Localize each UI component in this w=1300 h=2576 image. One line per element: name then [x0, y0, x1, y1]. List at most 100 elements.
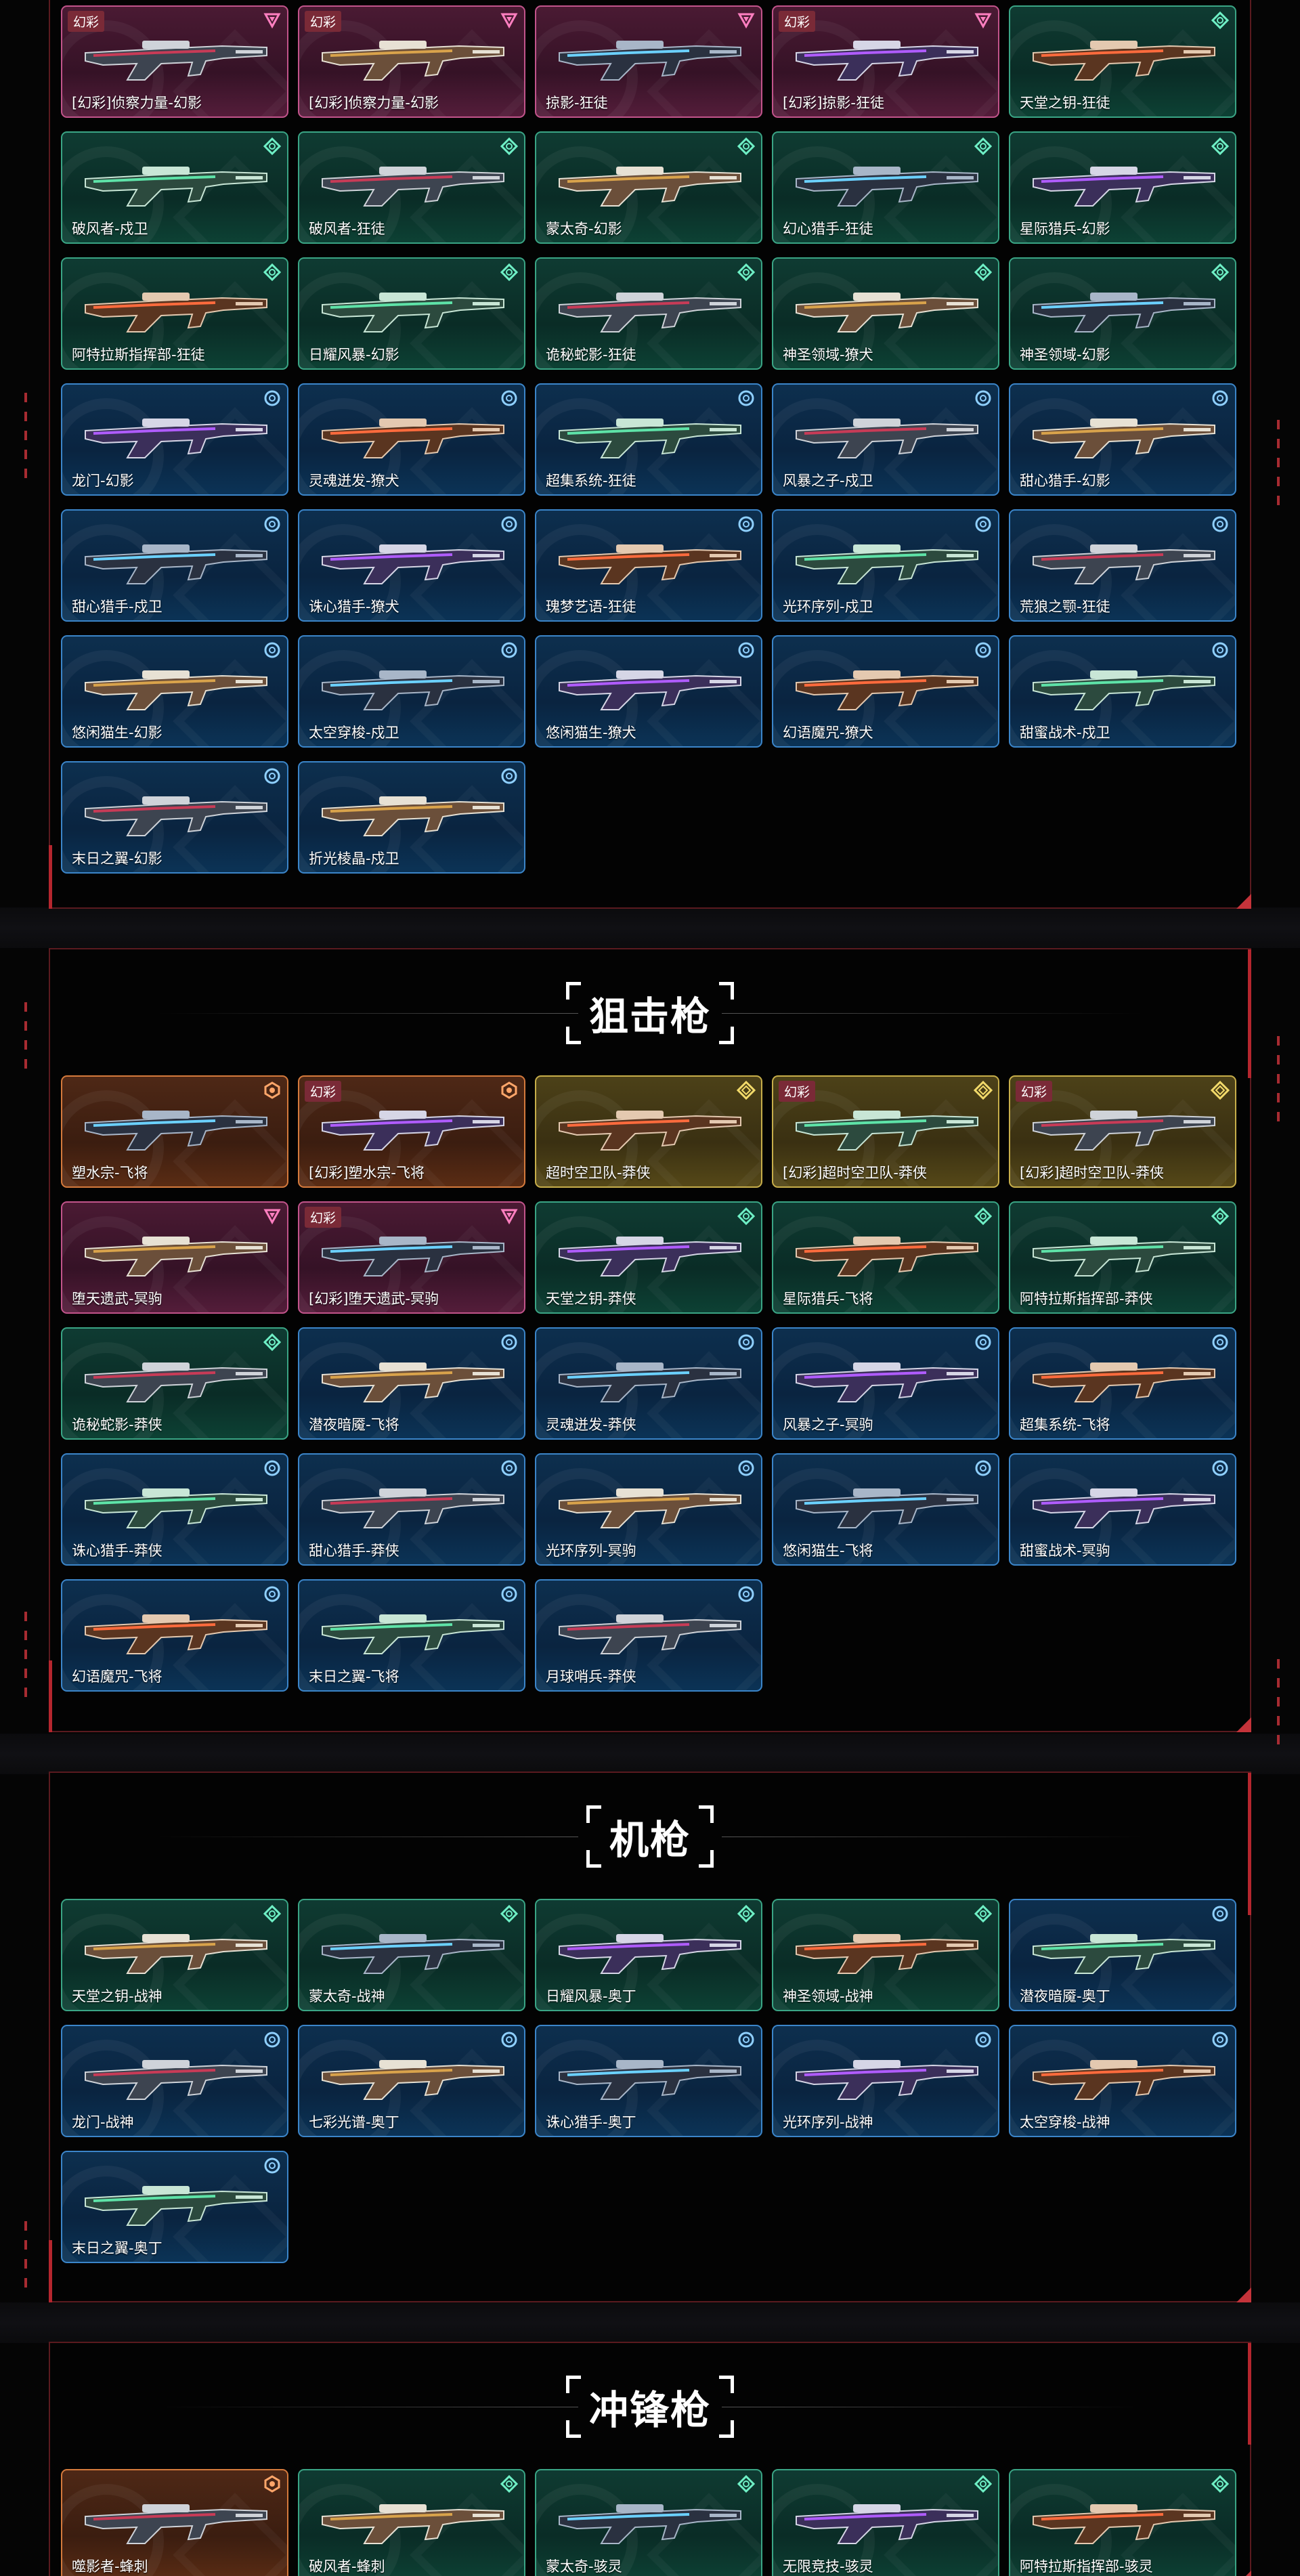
- weapon-skin-card[interactable]: 幻彩[幻彩]侦察力量-幻影: [298, 5, 525, 118]
- weapon-skin-card[interactable]: 甜蜜战术-戍卫: [1009, 635, 1236, 748]
- weapon-skin-label: 天堂之钥-狂徒: [1020, 95, 1110, 111]
- weapon-skin-label: 悠闲猫生-幻影: [72, 725, 162, 741]
- weapon-skin-card[interactable]: 神圣领域-幻影: [1009, 257, 1236, 370]
- weapon-skin-image: [85, 670, 267, 710]
- select-tier-icon: [738, 1460, 754, 1476]
- weapon-skin-card[interactable]: 月球哨兵-莽侠: [535, 1579, 762, 1692]
- weapon-skin-card[interactable]: 天堂之钥-狂徒: [1009, 5, 1236, 118]
- weapon-skin-card[interactable]: 塑水宗-飞将: [61, 1075, 288, 1188]
- machineguns-panel: 机枪 天堂之钥-战神 蒙太奇-战神 日耀风暴-奥丁 神圣领域-战神 潜夜暗魇-奥…: [49, 1772, 1251, 2302]
- select-tier-icon: [264, 2032, 280, 2048]
- weapon-skin-card[interactable]: 太空穿梭-戍卫: [298, 635, 525, 748]
- weapon-skin-card[interactable]: 天堂之钥-战神: [61, 1899, 288, 2011]
- weapon-skin-card[interactable]: 阿特拉斯指挥部-莽侠: [1009, 1201, 1236, 1314]
- weapon-skin-card[interactable]: 悠闲猫生-飞将: [772, 1453, 999, 1566]
- weapon-skin-card[interactable]: 掠影-狂徒: [535, 5, 762, 118]
- weapon-skin-card[interactable]: 太空穿梭-战神: [1009, 2025, 1236, 2137]
- weapon-skin-card[interactable]: 幻语魔咒-獠犬: [772, 635, 999, 748]
- weapon-skin-card[interactable]: 破风者-戍卫: [61, 131, 288, 244]
- weapon-skin-card[interactable]: 折光棱晶-戍卫: [298, 761, 525, 874]
- weapon-skin-card[interactable]: 神圣领域-战神: [772, 1899, 999, 2011]
- weapon-skin-card[interactable]: 末日之翼-幻影: [61, 761, 288, 874]
- weapon-skin-card[interactable]: 星际猎兵-飞将: [772, 1201, 999, 1314]
- weapon-skin-card[interactable]: 超集系统-飞将: [1009, 1327, 1236, 1440]
- weapon-skin-card[interactable]: 诡秘蛇影-莽侠: [61, 1327, 288, 1440]
- weapon-skin-card[interactable]: 神圣领域-獠犬: [772, 257, 999, 370]
- weapon-skin-label: 灵魂迸发-莽侠: [546, 1417, 636, 1433]
- weapon-skin-card[interactable]: 诛心猎手-莽侠: [61, 1453, 288, 1566]
- weapon-skin-card[interactable]: 诛心猎手-奥丁: [535, 2025, 762, 2137]
- weapon-skin-image: [559, 670, 741, 710]
- weapon-skin-card[interactable]: 超时空卫队-莽侠: [535, 1075, 762, 1188]
- weapon-skin-card[interactable]: 幻彩[幻彩]堕天遗武-冥驹: [298, 1201, 525, 1314]
- weapon-skin-card[interactable]: 甜心猎手-戍卫: [61, 509, 288, 622]
- left-deco-3: [24, 1612, 28, 1706]
- weapon-skin-card[interactable]: 龙门-战神: [61, 2025, 288, 2137]
- weapon-skin-card[interactable]: 堕天遗武-冥驹: [61, 1201, 288, 1314]
- weapon-skin-label: 诡秘蛇影-狂徒: [546, 347, 636, 363]
- weapon-skin-card[interactable]: 末日之翼-飞将: [298, 1579, 525, 1692]
- weapon-skin-card[interactable]: 日耀风暴-奥丁: [535, 1899, 762, 2011]
- deluxe-tier-icon: [737, 1207, 756, 1226]
- weapon-skin-card[interactable]: 破风者-狂徒: [298, 131, 525, 244]
- weapon-skin-card[interactable]: 诛心猎手-獠犬: [298, 509, 525, 622]
- weapon-skin-card[interactable]: 荒狼之颚-狂徒: [1009, 509, 1236, 622]
- weapon-skin-card[interactable]: 末日之翼-奥丁: [61, 2151, 288, 2263]
- weapon-skin-card[interactable]: 噬影者-蜂刺: [61, 2469, 288, 2576]
- weapon-skin-card[interactable]: 龙门-幻影: [61, 383, 288, 496]
- weapon-skin-card[interactable]: 幻彩[幻彩]超时空卫队-莽侠: [772, 1075, 999, 1188]
- deluxe-tier-icon: [263, 263, 282, 282]
- weapon-skin-card[interactable]: 幻语魔咒-飞将: [61, 1579, 288, 1692]
- weapon-skin-card[interactable]: 灵魂迸发-莽侠: [535, 1327, 762, 1440]
- weapon-skin-card[interactable]: 幻彩[幻彩]塑水宗-飞将: [298, 1075, 525, 1188]
- weapon-skin-card[interactable]: 风暴之子-戍卫: [772, 383, 999, 496]
- weapon-skin-card[interactable]: 日耀风暴-幻影: [298, 257, 525, 370]
- weapon-skin-card[interactable]: 悠闲猫生-幻影: [61, 635, 288, 748]
- deluxe-tier-icon: [263, 1333, 282, 1352]
- weapon-skin-card[interactable]: 潜夜暗魇-飞将: [298, 1327, 525, 1440]
- weapon-skin-card[interactable]: 阿特拉斯指挥部-骇灵: [1009, 2469, 1236, 2576]
- weapon-skin-card[interactable]: 破风者-蜂刺: [298, 2469, 525, 2576]
- weapon-skin-card[interactable]: 幻彩[幻彩]掠影-狂徒: [772, 5, 999, 118]
- select-tier-icon: [264, 2158, 280, 2174]
- weapon-skin-label: 荒狼之颚-狂徒: [1020, 599, 1110, 615]
- weapon-skin-card[interactable]: 风暴之子-冥驹: [772, 1327, 999, 1440]
- weapon-skin-card[interactable]: 蒙太奇-幻影: [535, 131, 762, 244]
- weapon-skin-label: 诡秘蛇影-莽侠: [72, 1417, 162, 1433]
- weapon-skin-label: [幻彩]超时空卫队-莽侠: [1020, 1165, 1164, 1181]
- weapon-skin-image: [1033, 293, 1215, 332]
- weapon-skin-label: 超集系统-飞将: [1020, 1417, 1110, 1433]
- select-tier-icon: [738, 2032, 754, 2048]
- weapon-skin-label: 破风者-蜂刺: [309, 2558, 385, 2575]
- weapon-skin-card[interactable]: 天堂之钥-莽侠: [535, 1201, 762, 1314]
- weapon-skin-card[interactable]: 潜夜暗魇-奥丁: [1009, 1899, 1236, 2011]
- weapon-skin-label: 风暴之子-戍卫: [783, 473, 873, 489]
- weapon-skin-card[interactable]: 悠闲猫生-獠犬: [535, 635, 762, 748]
- weapon-skin-card[interactable]: 幻彩[幻彩]超时空卫队-莽侠: [1009, 1075, 1236, 1188]
- weapon-skin-card[interactable]: 甜蜜战术-冥驹: [1009, 1453, 1236, 1566]
- weapon-skin-card[interactable]: 七彩光谱-奥丁: [298, 2025, 525, 2137]
- weapon-skin-card[interactable]: 超集系统-狂徒: [535, 383, 762, 496]
- weapon-skin-card[interactable]: 蒙太奇-骇灵: [535, 2469, 762, 2576]
- weapon-skin-card[interactable]: 无限竞技-骇灵: [772, 2469, 999, 2576]
- weapon-skin-card[interactable]: 光环序列-冥驹: [535, 1453, 762, 1566]
- chroma-badge: 幻彩: [305, 1207, 342, 1228]
- weapon-skin-card[interactable]: 诡秘蛇影-狂徒: [535, 257, 762, 370]
- weapon-skin-label: 幻语魔咒-飞将: [72, 1669, 162, 1685]
- chroma-badge: 幻彩: [779, 1081, 816, 1102]
- weapon-skin-card[interactable]: 瑰梦艺语-狂徒: [535, 509, 762, 622]
- weapon-skin-card[interactable]: 光环序列-战神: [772, 2025, 999, 2137]
- select-tier-icon: [738, 1586, 754, 1602]
- weapon-skin-card[interactable]: 光环序列-戍卫: [772, 509, 999, 622]
- weapon-skin-image: [1033, 1488, 1215, 1528]
- weapon-skin-card[interactable]: 灵魂迸发-獠犬: [298, 383, 525, 496]
- weapon-skin-image: [85, 293, 267, 332]
- weapon-skin-card[interactable]: 甜心猎手-幻影: [1009, 383, 1236, 496]
- weapon-skin-card[interactable]: 幻心猎手-狂徒: [772, 131, 999, 244]
- weapon-skin-label: 日耀风暴-奥丁: [546, 1988, 636, 2004]
- weapon-skin-card[interactable]: 阿特拉斯指挥部-狂徒: [61, 257, 288, 370]
- weapon-skin-card[interactable]: 星际猎兵-幻影: [1009, 131, 1236, 244]
- weapon-skin-card[interactable]: 蒙太奇-战神: [298, 1899, 525, 2011]
- weapon-skin-card[interactable]: 幻彩[幻彩]侦察力量-幻影: [61, 5, 288, 118]
- weapon-skin-card[interactable]: 甜心猎手-莽侠: [298, 1453, 525, 1566]
